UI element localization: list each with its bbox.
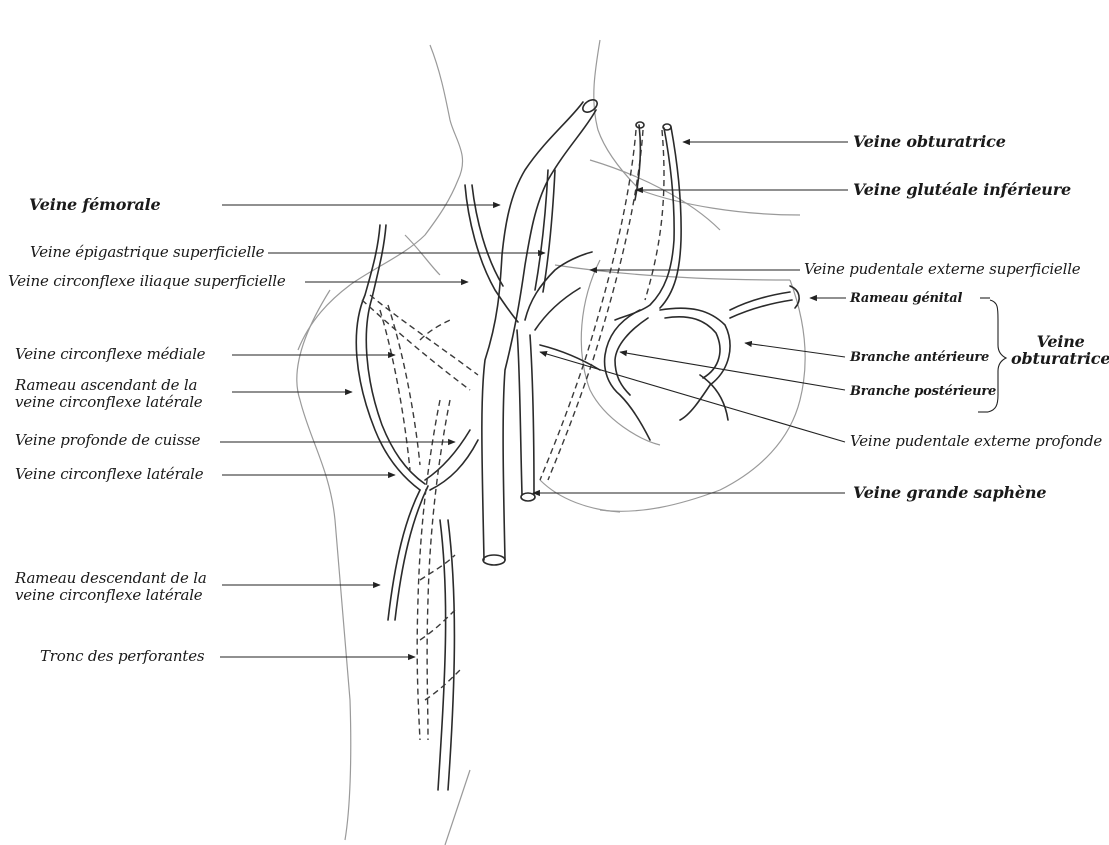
label-veine-circonflexe-iliaque: Veine circonflexe iliaque superficielle	[8, 273, 286, 290]
obturator-vein	[605, 122, 800, 440]
label-rameau-descendant: Rameau descendant de la veine circonflex…	[15, 570, 207, 604]
label-rameau-descendant-line1: Rameau descendant de la	[15, 570, 207, 587]
lateral-circumflex-vein	[356, 225, 478, 790]
label-veine-femorale: Veine fémorale	[29, 196, 161, 213]
label-branche-anterieure: Branche antérieure	[850, 349, 989, 366]
label-rameau-ascendant: Rameau ascendant de la veine circonflexe…	[15, 377, 202, 411]
label-rameau-ascendant-line1: Rameau ascendant de la	[15, 377, 202, 394]
label-veine-pudentale-superficielle: Veine pudentale externe superficielle	[804, 261, 1080, 278]
label-rameau-genital: Rameau génital	[850, 290, 962, 307]
label-obturatrice-group: Veine obturatrice	[1011, 333, 1109, 367]
label-veine-epigastrique: Veine épigastrique superficielle	[30, 244, 264, 261]
label-tronc-perforantes: Tronc des perforantes	[40, 648, 204, 665]
label-obturatrice-group-line2: obturatrice	[1011, 350, 1109, 367]
label-branche-posterieure: Branche postérieure	[850, 383, 996, 400]
label-veine-circonflexe-laterale: Veine circonflexe latérale	[15, 466, 203, 483]
label-veine-grande-saphene: Veine grande saphène	[853, 484, 1046, 501]
label-rameau-ascendant-line2: veine circonflexe latérale	[15, 394, 202, 411]
label-rameau-descendant-line2: veine circonflexe latérale	[15, 587, 207, 604]
deep-vessels-dashed	[362, 130, 664, 740]
label-veine-pudentale-profonde: Veine pudentale externe profonde	[850, 433, 1105, 450]
label-veine-gluteale: Veine glutéale inférieure	[853, 181, 1071, 198]
label-veine-obturatrice: Veine obturatrice	[853, 133, 1006, 150]
label-veine-profonde: Veine profonde de cuisse	[15, 432, 200, 449]
label-veine-circonflexe-mediale: Veine circonflexe médiale	[15, 346, 205, 363]
label-obturatrice-group-line1: Veine	[1011, 333, 1109, 350]
